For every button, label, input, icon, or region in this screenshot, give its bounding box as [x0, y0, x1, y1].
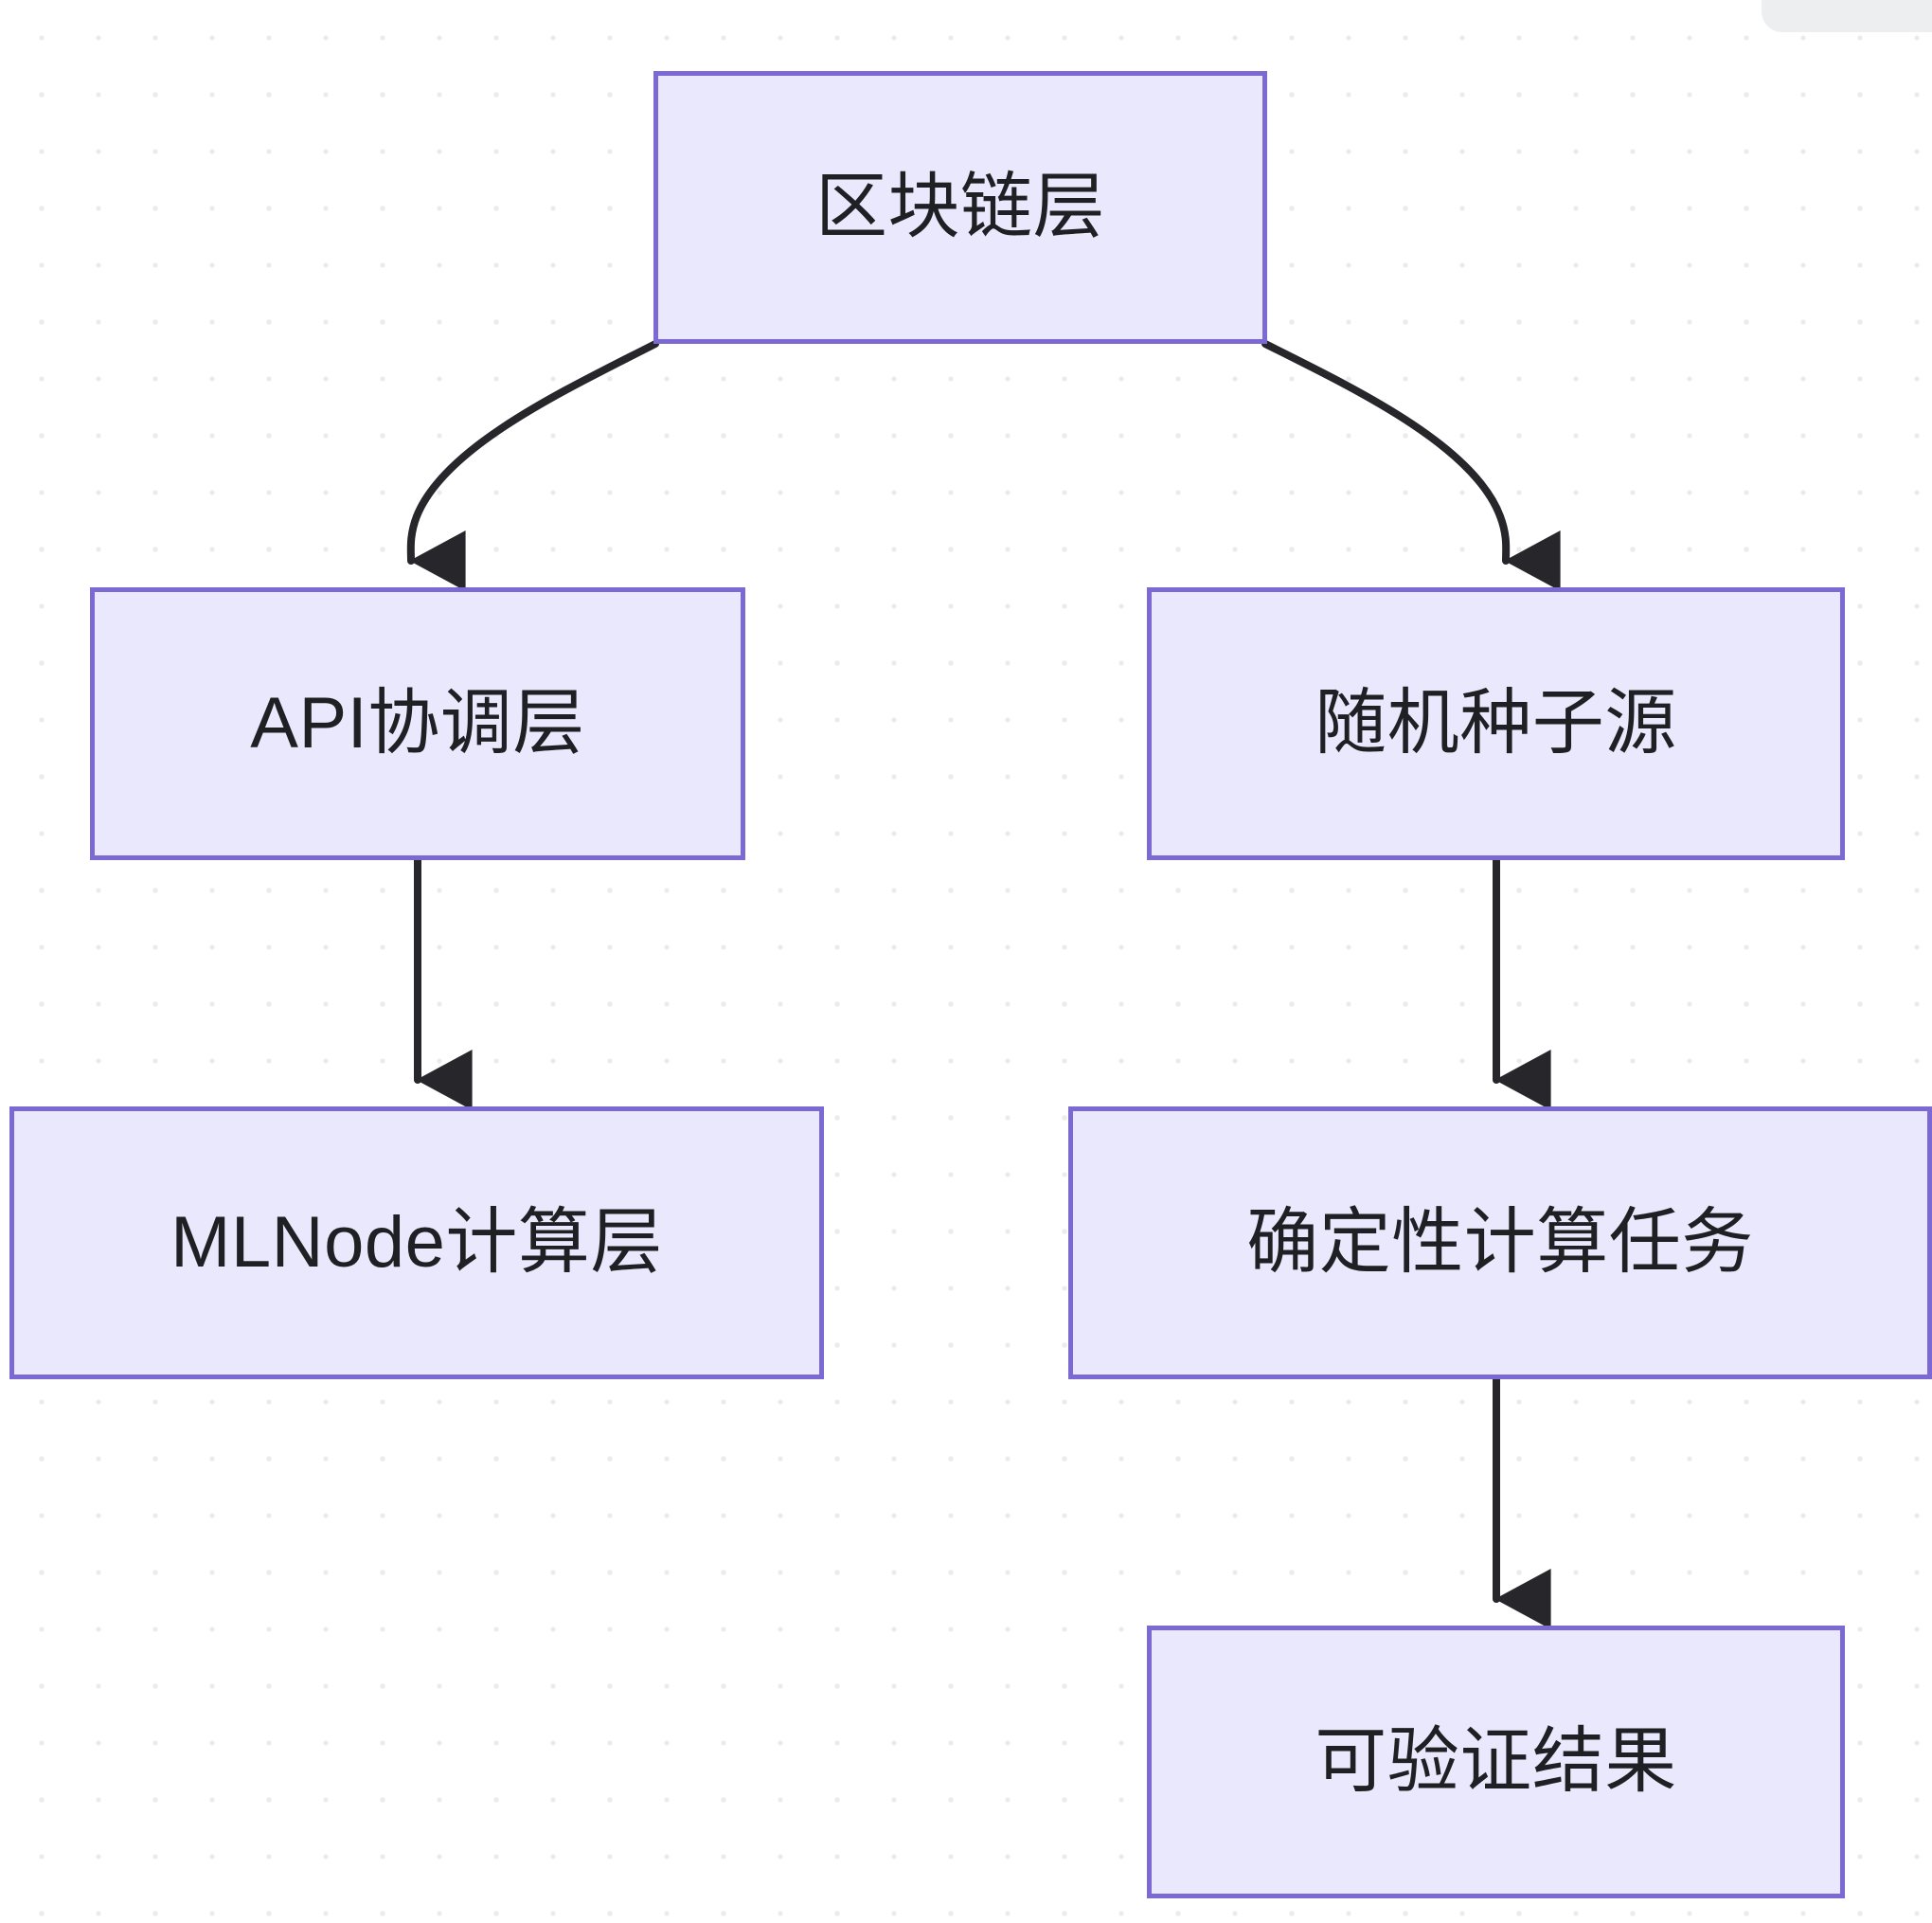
node-blockchain-layer[interactable]: 区块链层: [653, 71, 1267, 344]
edge-blockchain-to-seed: [1261, 340, 1561, 592]
corner-panel: [1762, 0, 1932, 32]
node-label: 随机种子源: [1315, 683, 1677, 764]
node-label: 可验证结果: [1315, 1721, 1677, 1802]
node-deterministic-compute-task[interactable]: 确定性计算任务: [1068, 1106, 1932, 1379]
node-verifiable-result[interactable]: 可验证结果: [1147, 1626, 1845, 1898]
node-label: 区块链层: [815, 167, 1105, 247]
node-label: MLNode计算层: [170, 1202, 663, 1283]
node-mlnode-compute-layer[interactable]: MLNode计算层: [9, 1106, 824, 1379]
node-api-coordination-layer[interactable]: API协调层: [90, 587, 745, 860]
node-label: 确定性计算任务: [1246, 1202, 1754, 1283]
node-random-seed-source[interactable]: 随机种子源: [1147, 587, 1845, 860]
node-label: API协调层: [250, 683, 585, 764]
edge-blockchain-to-api: [406, 340, 659, 591]
